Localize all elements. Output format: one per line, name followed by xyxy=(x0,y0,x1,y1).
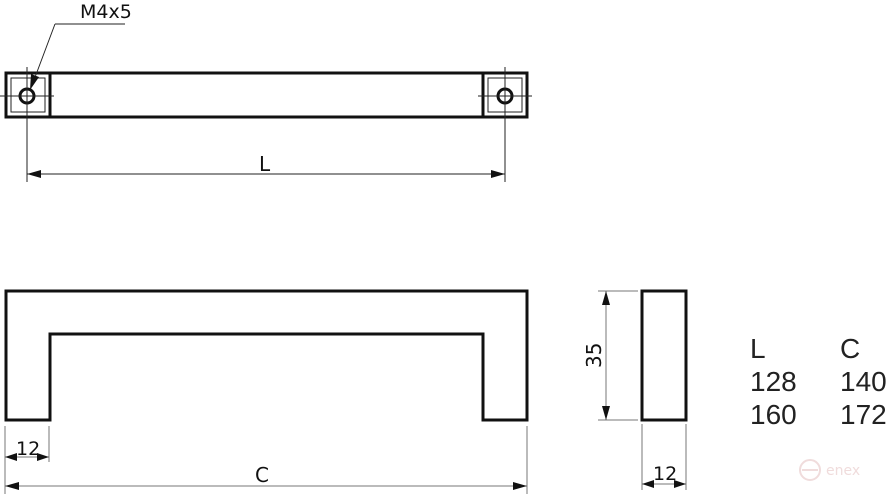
dimension-arrow-left-icon xyxy=(5,482,19,490)
dimension-arrow-down-icon xyxy=(602,406,610,420)
width-dimension-label: 12 xyxy=(653,463,677,485)
thread-callout-label: M4x5 xyxy=(80,1,132,23)
handle-front-outline xyxy=(4,289,529,422)
dimension-arrow-left-icon xyxy=(27,170,41,178)
table-cell: 160 xyxy=(750,399,797,430)
watermark-logo-icon xyxy=(799,459,821,481)
top-view: M4x5 L xyxy=(0,1,532,182)
callout-leader-diagonal xyxy=(33,23,56,81)
overall-dimension-label: C xyxy=(255,463,269,487)
handle-side-outline xyxy=(640,289,688,422)
dimension-arrow-right-icon xyxy=(491,170,505,178)
table-header-c: C xyxy=(840,333,860,364)
left-mount-inner xyxy=(10,77,46,113)
leg-width-label: 12 xyxy=(16,438,40,460)
table-cell: 140 xyxy=(840,366,887,397)
size-table: L C 128 140 160 172 xyxy=(750,333,887,430)
length-dimension-label: L xyxy=(259,152,271,176)
handle-top-outline xyxy=(4,71,529,119)
callout-arrow-icon xyxy=(30,74,39,90)
table-cell: 172 xyxy=(840,399,887,430)
height-dimension-label: 35 xyxy=(582,343,606,368)
dimension-arrow-right-icon xyxy=(674,480,686,488)
watermark-text: enex xyxy=(826,463,860,479)
table-header-l: L xyxy=(750,333,766,364)
dimension-arrow-left-icon xyxy=(5,453,17,461)
front-view: 12 C xyxy=(4,289,529,494)
dimension-arrow-left-icon xyxy=(642,480,654,488)
watermark: enex xyxy=(799,459,860,481)
left-mount-block xyxy=(4,71,52,119)
side-view: 35 12 xyxy=(582,289,688,490)
dimension-arrow-up-icon xyxy=(602,291,610,305)
dimension-arrow-right-icon xyxy=(37,453,49,461)
table-cell: 128 xyxy=(750,366,797,397)
dimension-arrow-right-icon xyxy=(513,482,527,490)
